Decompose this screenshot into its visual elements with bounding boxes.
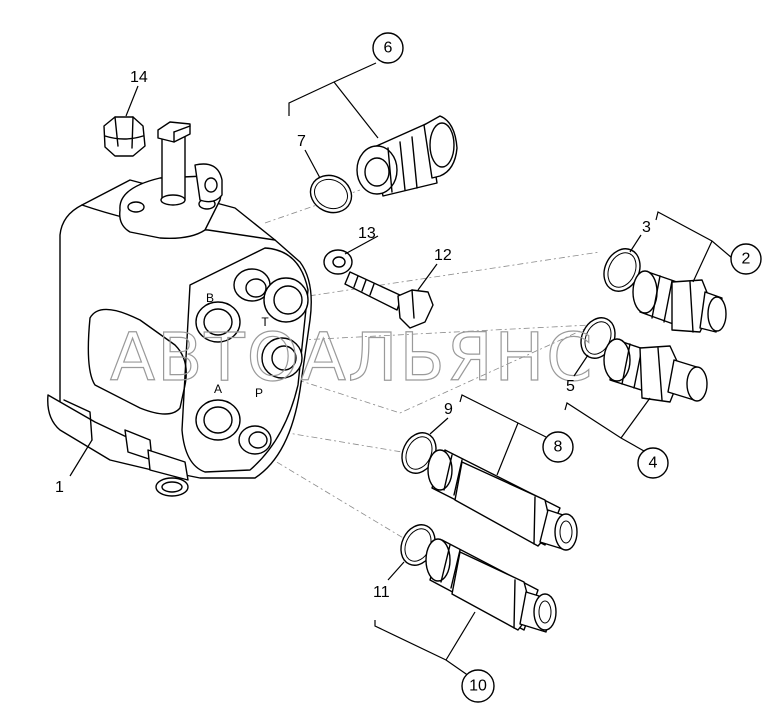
valve-body: B T A P (47, 121, 312, 497)
label-12: 12 (434, 247, 452, 264)
port-t (233, 268, 309, 323)
port-a (195, 399, 241, 441)
part-12-bolt (344, 271, 434, 329)
part-4-fitting (603, 338, 708, 403)
label-3: 3 (642, 219, 651, 236)
callout-8-text: 8 (554, 439, 563, 456)
callout-6: 6 (372, 32, 404, 64)
callout-10: 10 (461, 669, 495, 703)
part-13-washer (323, 249, 353, 275)
callout-6-text: 6 (384, 40, 393, 57)
callout-4-text: 4 (649, 455, 658, 472)
label-11: 11 (373, 584, 390, 601)
callout-2-text: 2 (742, 251, 751, 268)
port-p (238, 425, 272, 455)
callout-10-text: 10 (469, 678, 487, 695)
leader-lines (69, 62, 733, 677)
callout-4: 4 (637, 447, 669, 479)
port-label-p: P (255, 386, 263, 400)
label-9: 9 (444, 401, 453, 418)
port-b (195, 301, 241, 343)
port-label-a: A (214, 382, 222, 396)
part-6-fitting (356, 115, 458, 197)
label-1: 1 (55, 479, 64, 496)
label-5: 5 (566, 378, 575, 395)
callout-2: 2 (730, 243, 762, 275)
watermark: АВТОАЛЬЯНС (110, 319, 594, 396)
part-10-fitting (425, 538, 557, 633)
port-label-b: B (206, 291, 214, 305)
callout-8: 8 (542, 431, 574, 463)
part-14-cap-nut (103, 116, 146, 157)
part-8-fitting (427, 449, 578, 551)
part-2-fitting (632, 270, 727, 333)
port-middle (261, 337, 303, 379)
part-7-o-ring (309, 174, 353, 214)
port-label-t: T (261, 315, 269, 329)
center-lines (264, 189, 601, 546)
label-13: 13 (358, 225, 376, 242)
label-14: 14 (130, 69, 148, 86)
label-7: 7 (297, 133, 306, 150)
